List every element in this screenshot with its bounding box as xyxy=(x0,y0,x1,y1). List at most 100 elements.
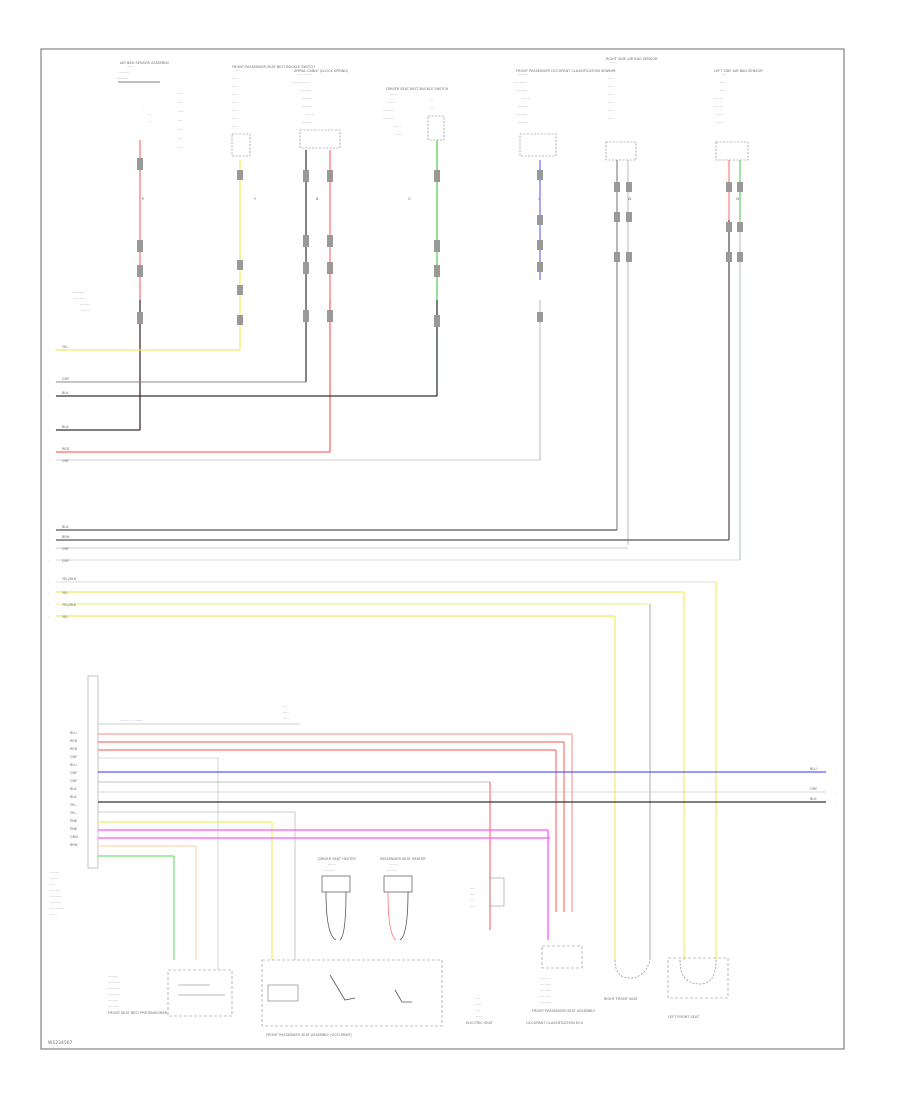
svg-text:·: · xyxy=(48,429,49,433)
connector-pin-label: GRY xyxy=(70,771,78,775)
svg-text:·····: ····· xyxy=(470,893,476,897)
svg-text:·····: ····· xyxy=(720,89,726,93)
bottom-caption: FRONT PASSENGER SEAT ASSEMBLY (OCCUPANT) xyxy=(266,1033,353,1037)
bus-label: RED xyxy=(62,447,70,451)
bus-label: BRN xyxy=(62,535,70,539)
svg-text:·····: ····· xyxy=(470,905,476,909)
svg-text:··········: ·········· xyxy=(383,109,394,113)
svg-text:···········: ··········· xyxy=(108,981,120,985)
bus-label: YEL xyxy=(62,615,68,619)
svg-text:········: ········ xyxy=(540,977,549,981)
svg-text:···········: ··········· xyxy=(50,895,62,899)
top-component-label: LEFT SIDE AIR BAG SENSOR xyxy=(714,69,763,73)
bottom-label: OCCUPANT CLASSIFICATION ECU xyxy=(526,1021,584,1025)
top-component-right-side-sensor: ····· ······ ······ ······ ······ ······… xyxy=(605,61,637,161)
top-component-driver-buckle: ······ ······· ·········· ·········· ···… xyxy=(383,93,445,141)
bus-label-group: YEL GRY BLK BLK RED GRY BLK BRN GRY GRY … xyxy=(48,291,90,619)
svg-text:···········: ··········· xyxy=(108,993,120,997)
svg-text:·····: ····· xyxy=(476,1003,482,1007)
top-component-wire-color: B xyxy=(316,197,319,201)
svg-text:·········: ········· xyxy=(518,105,528,109)
bottom-label-group: FRONT SEAT BELT PRETENSIONER DRIVER SEAT… xyxy=(108,857,700,1037)
svg-text:······: ······ xyxy=(232,125,239,129)
connector-pin-label: PNK xyxy=(70,827,78,831)
svg-text:·: · xyxy=(48,451,49,455)
bottom-label: FRONT SEAT BELT PRETENSIONER xyxy=(108,1011,168,1015)
connector-pin-label: RED xyxy=(70,747,78,751)
svg-text:··········: ·········· xyxy=(108,987,119,991)
svg-text:··········: ·········· xyxy=(540,989,551,993)
svg-text:········: ········ xyxy=(80,303,89,307)
svg-text:··········: ·········· xyxy=(540,1001,551,1005)
svg-text:·····: ····· xyxy=(178,146,184,150)
svg-text:·: · xyxy=(48,615,49,619)
control-module-connector: BLU RED RED GRY BLU GRY GRY BLK BLK YEL … xyxy=(50,675,99,917)
bus-group xyxy=(56,349,740,960)
svg-text:····: ···· xyxy=(476,1009,480,1013)
svg-text:·····: ····· xyxy=(178,92,184,96)
svg-text:····: ···· xyxy=(470,899,474,903)
connector-pin-label: PNK xyxy=(70,819,78,823)
connector-pin-label: BLK xyxy=(70,787,77,791)
svg-text:·: · xyxy=(48,539,49,543)
svg-text:·········: ········· xyxy=(386,869,396,873)
svg-text:······: ······ xyxy=(608,69,615,73)
svg-text:············: ············ xyxy=(50,907,63,911)
svg-text:··········: ·········· xyxy=(516,89,527,93)
svg-text:·······: ······· xyxy=(522,97,530,101)
svg-text:········ ·· ········: ········ ·· ········ xyxy=(120,719,142,723)
connector-pin-label: GRY xyxy=(70,779,78,783)
svg-text:·····: ····· xyxy=(178,128,184,132)
svg-text:···: ··· xyxy=(148,120,151,124)
svg-text:·: · xyxy=(48,559,49,563)
svg-text:·····: ····· xyxy=(50,883,56,887)
svg-text:······: ······ xyxy=(608,85,615,89)
bus-label: BLK xyxy=(62,525,69,529)
right-edge-label-group: BLU GRY BLK · · · xyxy=(810,767,837,805)
bottom-label: ELECTRIC SEAT xyxy=(466,1021,494,1025)
top-component-wire-color: Y xyxy=(254,197,257,201)
svg-text:···········: ··········· xyxy=(72,291,84,295)
svg-text:······: ······ xyxy=(608,101,615,105)
svg-text:··········: ·········· xyxy=(50,901,61,905)
svg-text:·····: ····· xyxy=(283,711,289,715)
svg-text:·········: ········· xyxy=(324,869,334,873)
svg-text:·······: ······· xyxy=(82,309,90,313)
svg-text:·: · xyxy=(836,791,837,795)
svg-text:··········: ·········· xyxy=(74,297,85,301)
svg-text:········: ········ xyxy=(50,871,59,875)
connector-pin-label: GRN xyxy=(70,835,78,839)
svg-text:······: ······ xyxy=(390,93,397,97)
svg-text:·: · xyxy=(48,349,49,353)
svg-text:······: ······ xyxy=(608,93,615,97)
svg-text:·········: ········· xyxy=(302,97,312,101)
svg-text:·······: ······· xyxy=(716,113,724,117)
connector-pin-label: YEL xyxy=(70,811,76,815)
svg-text:·: · xyxy=(48,603,49,607)
bus-label: GRY xyxy=(62,459,70,463)
svg-text:········: ········ xyxy=(714,105,723,109)
svg-text:·······: ······· xyxy=(716,121,724,125)
svg-text:·: · xyxy=(836,801,837,805)
svg-text:······: ······ xyxy=(608,77,615,81)
footer-code: W1234567 xyxy=(48,1040,73,1046)
svg-text:······: ······ xyxy=(232,117,239,121)
top-component-label: AIR BAG SENSOR ASSEMBLY xyxy=(120,61,170,65)
top-component-group: ······ ········· ··········· ····· ···· … xyxy=(116,61,749,161)
svg-text:·········: ········· xyxy=(119,71,129,75)
svg-text:·: · xyxy=(48,549,49,553)
svg-text:·····: ····· xyxy=(396,133,402,137)
top-component-wire-color: R xyxy=(142,197,145,201)
bus-label: BLK xyxy=(62,425,69,429)
svg-text:·········: ········· xyxy=(518,73,528,77)
svg-text:····: ···· xyxy=(283,705,287,709)
top-component-occupant-sensor: ········· ··········· ·········· ·······… xyxy=(514,73,557,157)
svg-text:·······: ······· xyxy=(306,113,314,117)
svg-text:·: · xyxy=(48,395,49,399)
svg-text:··········: ·········· xyxy=(383,117,394,121)
svg-text:······: ······ xyxy=(608,109,615,113)
right-edge-label: GRY xyxy=(810,787,818,791)
svg-text:·········: ········· xyxy=(302,105,312,109)
top-component-wire-color: W xyxy=(628,197,632,201)
